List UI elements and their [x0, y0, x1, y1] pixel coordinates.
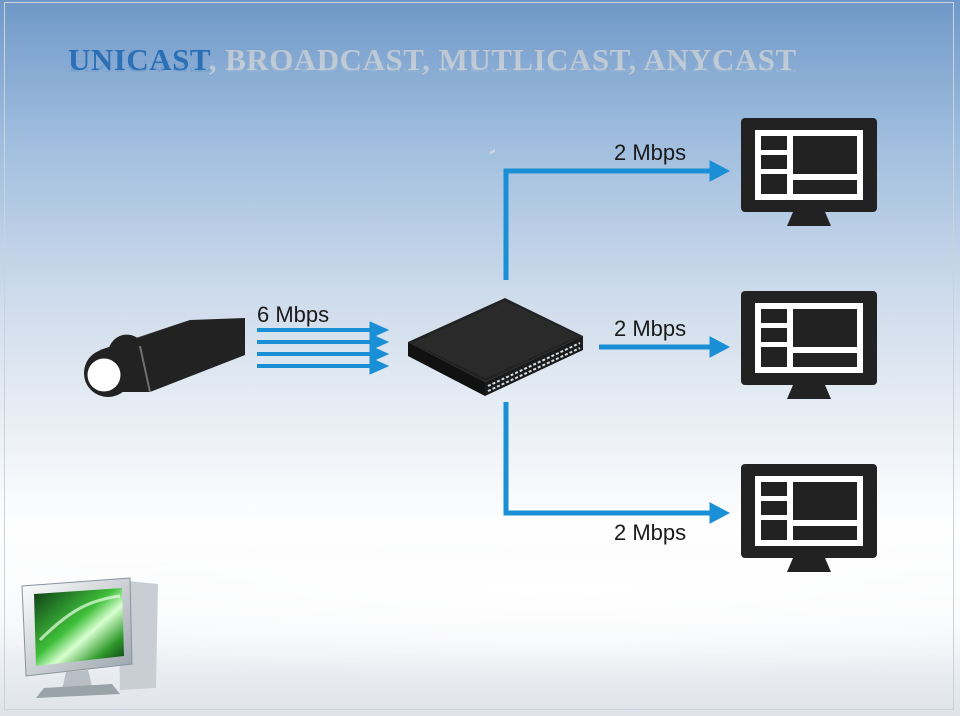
- slide-frame: [4, 2, 954, 710]
- monitor-icon: [741, 118, 877, 226]
- title-rest: , BROADCAST, MUTLICAST, ANYCAST: [208, 42, 797, 77]
- network-switch-icon: [408, 149, 583, 396]
- slide-title: UNICAST, BROADCAST, MUTLICAST, ANYCAST: [68, 42, 908, 78]
- camera-icon: [84, 318, 245, 397]
- output-bottom-label: 2 Mbps: [614, 520, 687, 545]
- input-bandwidth-label: 6 Mbps: [257, 302, 330, 327]
- title-highlight: UNICAST: [68, 42, 209, 77]
- monitor-icon: [741, 291, 877, 399]
- output-middle-label: 2 Mbps: [614, 316, 687, 341]
- output-top-label: 2 Mbps: [614, 140, 687, 165]
- background-swoosh: [0, 560, 960, 716]
- monitor-icon: [741, 464, 877, 572]
- input-arrows: [257, 321, 390, 375]
- output-paths: [503, 160, 731, 524]
- computer-monitor-logo: [21, 577, 158, 698]
